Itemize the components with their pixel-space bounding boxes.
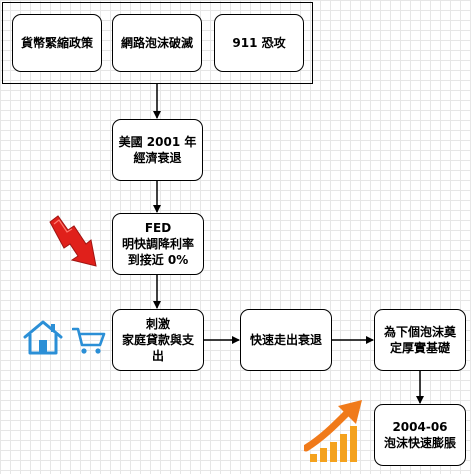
house-icon — [23, 320, 63, 355]
causes-group — [2, 2, 313, 84]
node-stimulate-mortgages: 刺激 家庭貸款與支 出 — [112, 309, 204, 371]
node-dotcom-bubble: 網路泡沫破滅 — [112, 14, 202, 72]
node-monetary-tightening: 貨幣緊縮政策 — [12, 14, 102, 72]
node-next-bubble-foundation: 為下個泡沫奠 定厚實基礎 — [374, 309, 466, 371]
rising-chart-icon — [304, 400, 362, 462]
node-fed-rate-cut: FED 明快調降利率 到接近 0% — [112, 213, 204, 275]
shopping-cart-icon — [72, 327, 106, 354]
node-quick-recovery: 快速走出衰退 — [240, 309, 332, 371]
down-trend-arrow-icon — [49, 215, 97, 267]
node-us-2001-recession: 美國 2001 年 經濟衰退 — [112, 119, 203, 181]
node-bubble-expansion: 2004-06 泡沫快速膨脹 — [374, 404, 466, 466]
node-911-attack: 911 恐攻 — [214, 14, 304, 72]
